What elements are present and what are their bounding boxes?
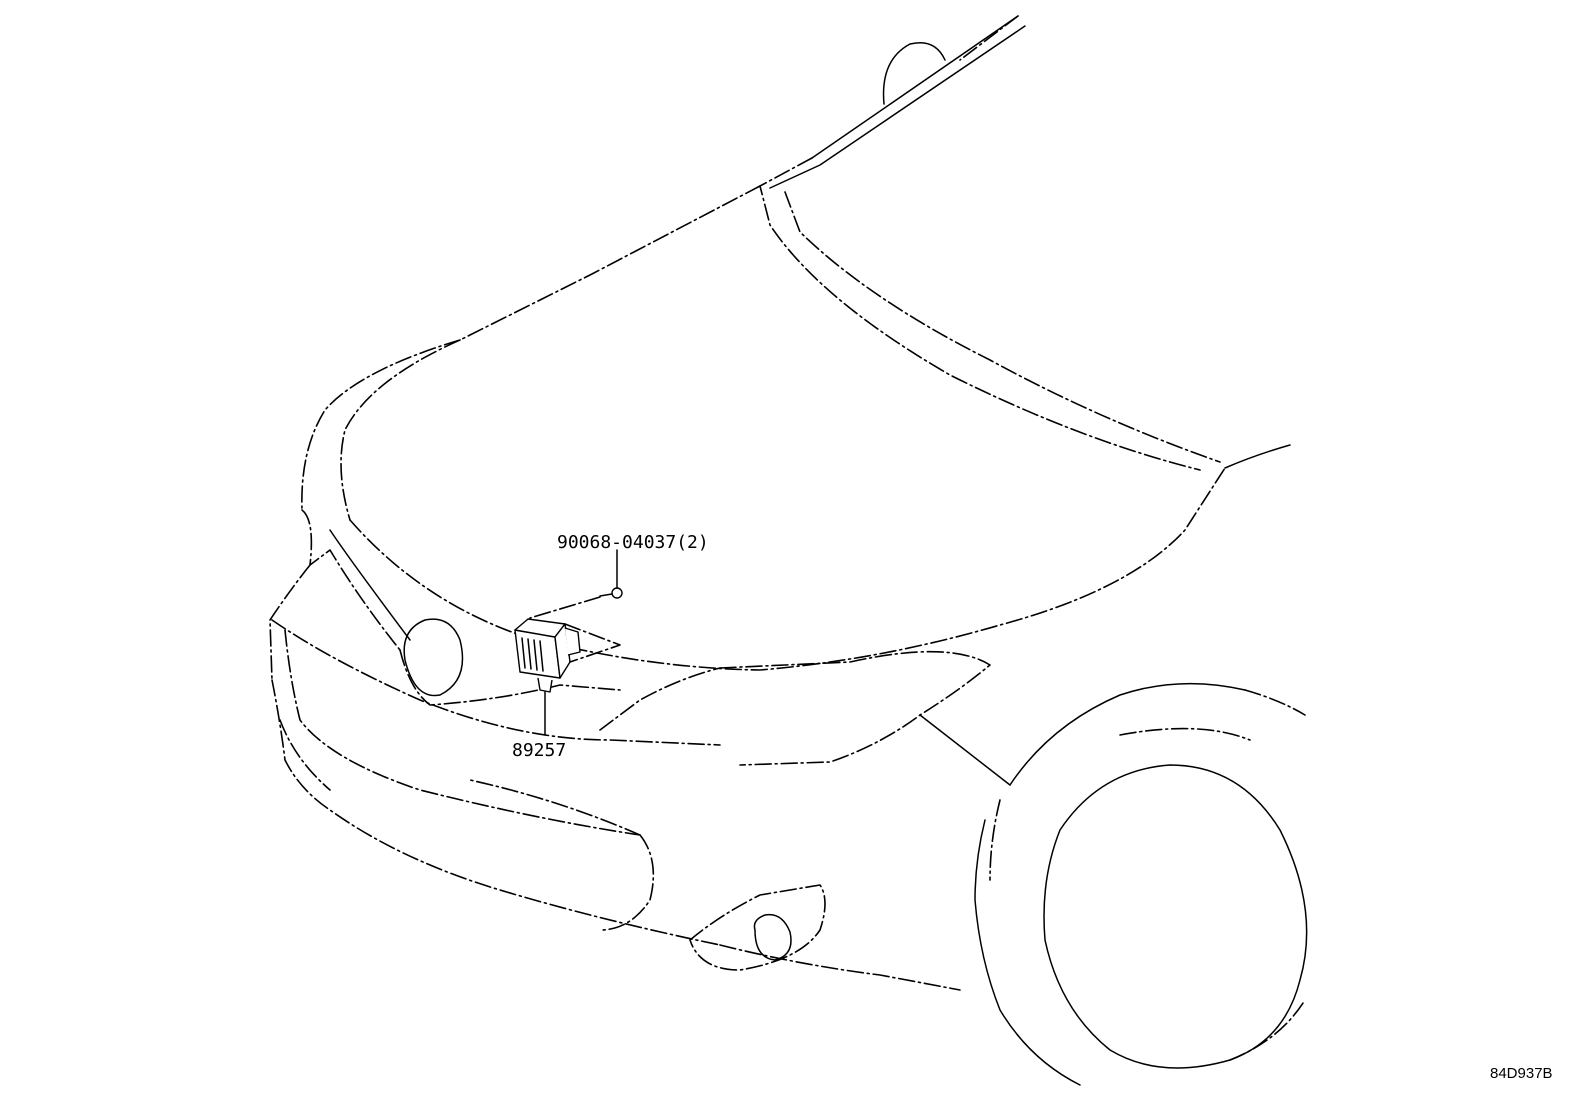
wheel-outline	[974, 682, 1308, 1086]
sensor-module-part	[514, 618, 621, 736]
windshield-outline	[759, 15, 1221, 471]
module-part-number-label: 89257	[512, 740, 566, 761]
bolt-part	[529, 549, 623, 619]
front-fascia-outline	[269, 509, 961, 991]
headlight-outline	[399, 618, 1011, 786]
side-mirror-outline	[882, 42, 946, 105]
hood-outline	[301, 185, 1291, 671]
figure-reference-label: 84D937B	[1490, 1065, 1553, 1082]
fog-lamp-outline	[689, 884, 826, 971]
bolt-part-number-label: 90068-04037(2)	[557, 532, 709, 553]
